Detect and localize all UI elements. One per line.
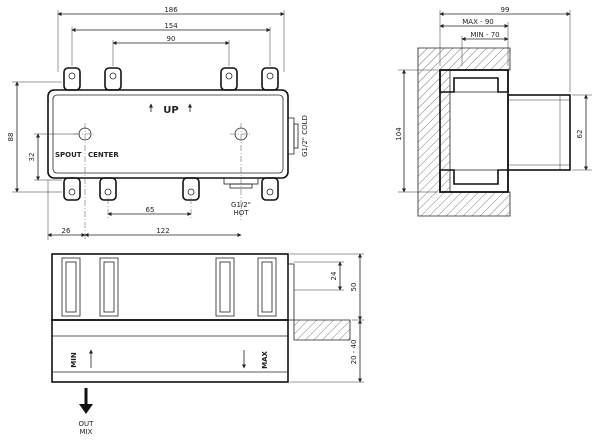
- min-label: MIN: [70, 352, 78, 368]
- mix-label: MIX: [80, 428, 93, 436]
- hot-label-g: G1/2": [231, 201, 251, 209]
- dim-inner-tab-spacing: 90: [112, 35, 230, 66]
- bottom-mounting-tabs: [63, 177, 279, 201]
- top-mounting-tabs: [63, 67, 279, 91]
- dim-65-label: 65: [146, 206, 155, 214]
- dim-side-pipe: 62: [572, 94, 592, 171]
- dim-186-label: 186: [164, 6, 178, 14]
- dim-min-label: MIN - 70: [470, 31, 499, 39]
- bottom-housing: [51, 319, 289, 383]
- dim-bottom-spacing: 65: [107, 206, 192, 216]
- dim-26-label: 26: [62, 227, 71, 235]
- side-pipe: [507, 94, 571, 171]
- center-label: CENTER: [88, 151, 119, 159]
- valve-body-outline: [47, 89, 289, 179]
- spout-label: SPOUT: [55, 151, 82, 159]
- hot-label-text: HOT: [233, 209, 249, 217]
- cold-inlet: G1/2" COLD: [287, 115, 309, 157]
- dim-height-outer: 88: [7, 81, 62, 193]
- dim-50-label: 50: [350, 283, 358, 292]
- max-label: MAX: [261, 351, 269, 369]
- dim-bottom-depth: 20 - 40: [290, 319, 364, 383]
- dim-104-label: 104: [395, 127, 403, 141]
- dim-88-label: 88: [7, 133, 15, 142]
- dim-32-label: 32: [28, 153, 36, 162]
- front-view: 186 154 90: [7, 6, 309, 240]
- dim-side-max: MAX - 90: [439, 18, 509, 66]
- dim-side-min: MIN - 70: [461, 31, 509, 66]
- bottom-tab-slots: [61, 257, 277, 317]
- dim-center-offset: 122: [84, 227, 242, 237]
- dim-tab-spacing: 154: [71, 22, 271, 66]
- dim-side-width: 99: [439, 6, 571, 92]
- bottom-view: MIN MAX OUT MIX 24 50 20 - 40: [51, 253, 364, 436]
- hot-inlet: G1/2" HOT: [223, 177, 259, 217]
- dim-99-label: 99: [501, 6, 510, 14]
- up-marker: UP: [149, 103, 192, 116]
- out-mix-arrow: OUT MIX: [79, 388, 95, 436]
- dim-62-label: 62: [576, 130, 584, 139]
- dim-overall-width: 186: [57, 6, 285, 72]
- dim-90-label: 90: [167, 35, 176, 43]
- bottom-wall-section: [293, 319, 351, 341]
- cold-label: G1/2" COLD: [301, 115, 309, 157]
- side-view: 99 MAX - 90 MIN - 70 104 62: [395, 6, 592, 217]
- dim-left-offset: 26: [47, 227, 86, 237]
- dim-20-40-label: 20 - 40: [350, 340, 358, 365]
- dim-154-label: 154: [164, 22, 178, 30]
- dim-bottom-24: 24: [294, 261, 344, 291]
- dim-24-label: 24: [330, 271, 338, 280]
- dim-max-label: MAX - 90: [462, 18, 494, 26]
- wall-section: [417, 47, 511, 217]
- up-label: UP: [163, 105, 178, 116]
- out-label: OUT: [79, 420, 95, 428]
- bottom-body: [51, 253, 289, 321]
- dim-side-height: 104: [395, 69, 438, 193]
- dim-122-label: 122: [156, 227, 169, 235]
- dim-bottom-50: 50: [290, 253, 364, 321]
